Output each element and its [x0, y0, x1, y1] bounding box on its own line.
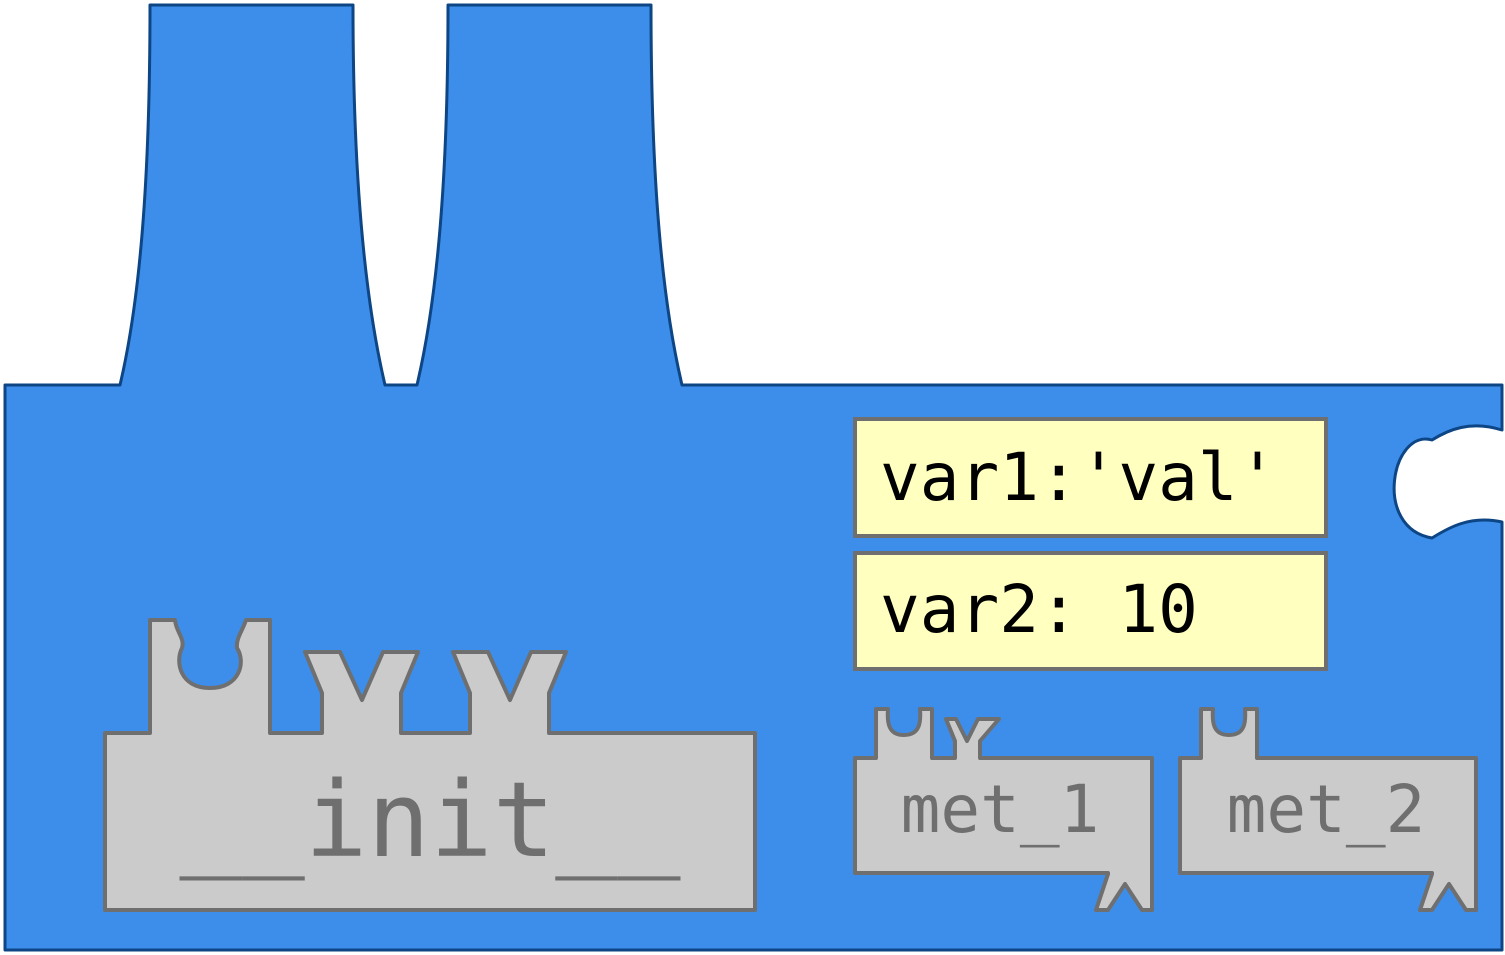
- attribute-var2-box: [853, 551, 1328, 671]
- attribute-var1-label: var1:'val': [880, 439, 1277, 516]
- constructor-init-shape: [103, 618, 757, 912]
- constructor-init-label: __init__: [180, 759, 681, 881]
- attribute-var1: var1:'val': [853, 417, 1328, 538]
- attribute-var2: var2: 10: [853, 551, 1328, 671]
- method-met-1-shape: [853, 707, 1154, 912]
- constructor-init-block[interactable]: __init__: [103, 618, 757, 912]
- method-met-1-label: met_1: [901, 771, 1100, 848]
- attribute-var1-box: [853, 417, 1328, 538]
- method-met-2-label: met_2: [1227, 771, 1426, 848]
- attribute-var2-label: var2: 10: [880, 571, 1198, 648]
- method-met-2-shape: [1178, 707, 1478, 912]
- method-met-2-block[interactable]: met_2: [1178, 707, 1478, 912]
- method-met-1-block[interactable]: met_1: [853, 707, 1154, 912]
